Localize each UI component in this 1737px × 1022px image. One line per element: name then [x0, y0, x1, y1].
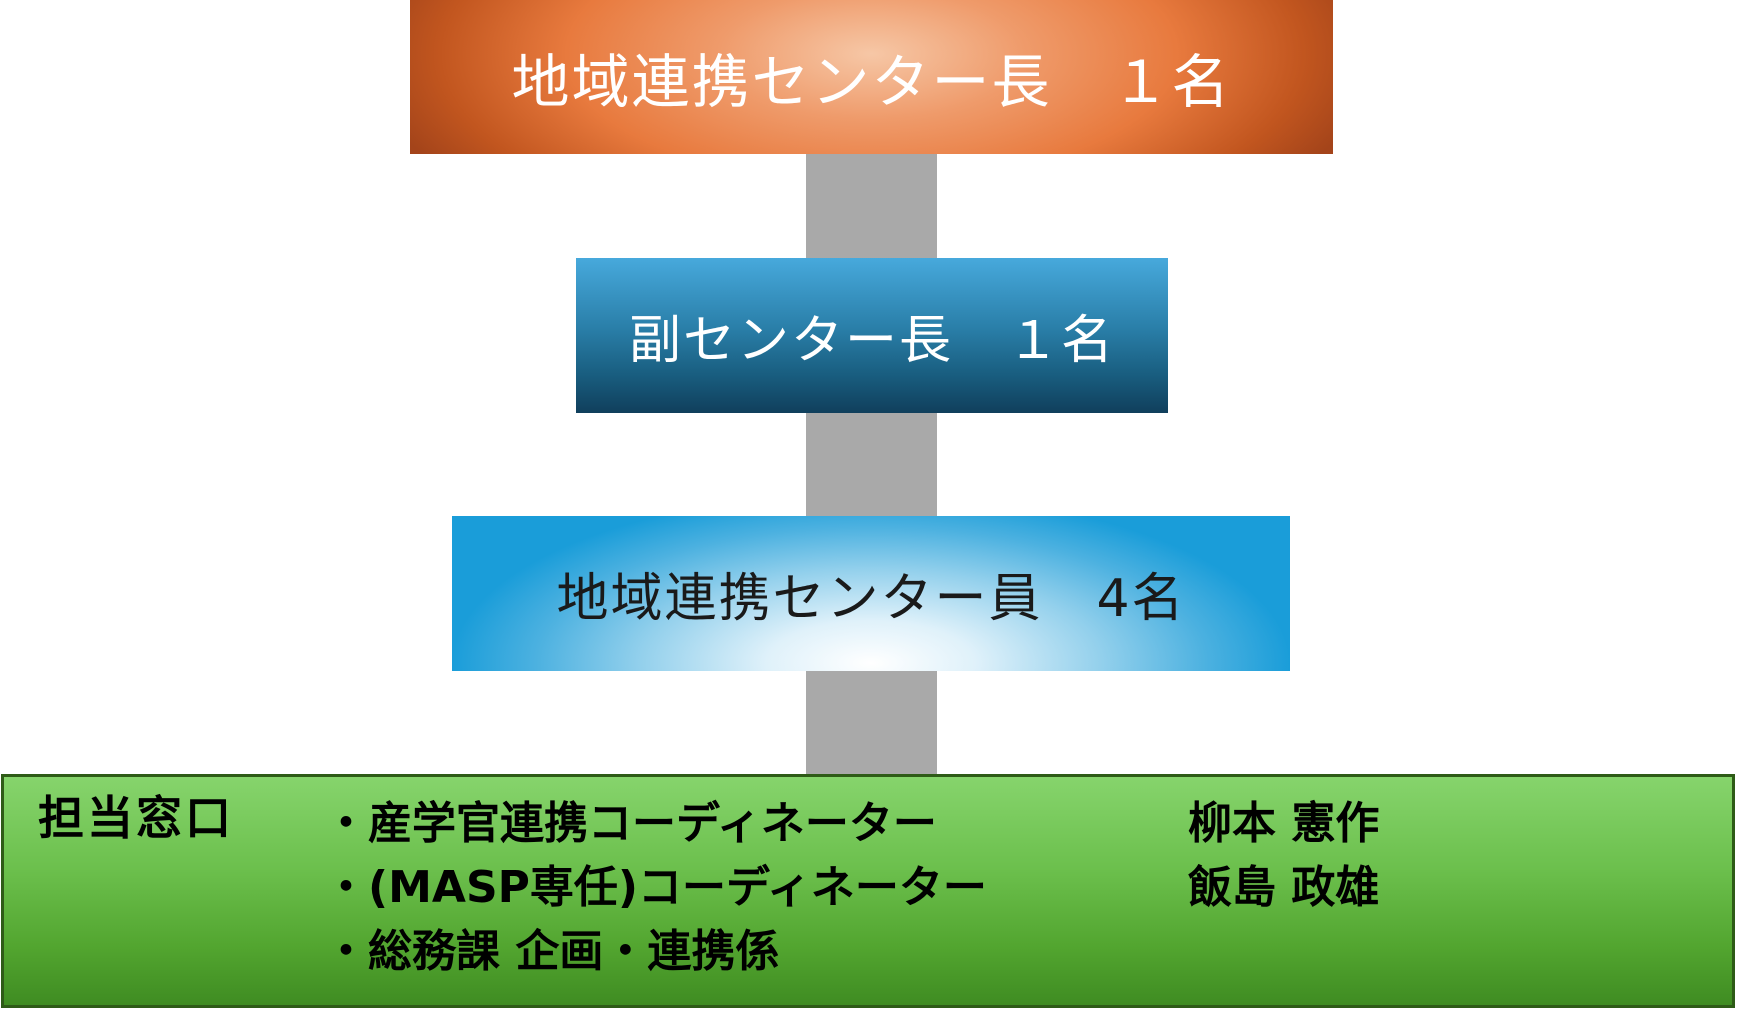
contact-item-bullet: ・ [324, 862, 368, 913]
contact-item-person: 飯島 政雄 [1188, 862, 1380, 913]
contact-heading: 担当窓口 [38, 791, 234, 845]
contact-item: ・ (MASP専任)コーディネーター 飯島 政雄 [324, 851, 1434, 915]
contact-item: ・ 総務課 企画・連携係 [324, 915, 1434, 979]
contact-box: 担当窓口 ・ 産学官連携コーディネーター 柳本 憲作 ・ (MASP専任)コーデ… [1, 774, 1735, 1008]
contact-item-person: 柳本 憲作 [1188, 798, 1380, 849]
connector-members-contact [806, 671, 937, 774]
vice-director-label: 副センター長 １名 [628, 311, 1115, 371]
contact-item-role: 総務課 企画・連携係 [368, 926, 780, 977]
connector-director-vice [806, 154, 937, 258]
members-label: 地域連携センター員 4名 [556, 569, 1186, 629]
contact-list: ・ 産学官連携コーディネーター 柳本 憲作 ・ (MASP専任)コーディネーター… [324, 787, 1434, 979]
members-box: 地域連携センター員 4名 [452, 516, 1290, 671]
contact-item-role: 産学官連携コーディネーター [368, 798, 937, 849]
connector-vice-members [806, 413, 937, 516]
contact-item-bullet: ・ [324, 798, 368, 849]
director-box: 地域連携センター長 １名 [410, 0, 1333, 154]
director-label: 地域連携センター長 １名 [511, 48, 1232, 116]
contact-item: ・ 産学官連携コーディネーター 柳本 憲作 [324, 787, 1434, 851]
contact-item-role: (MASP専任)コーディネーター [368, 862, 987, 913]
contact-item-bullet: ・ [324, 926, 368, 977]
vice-director-box: 副センター長 １名 [576, 258, 1168, 413]
